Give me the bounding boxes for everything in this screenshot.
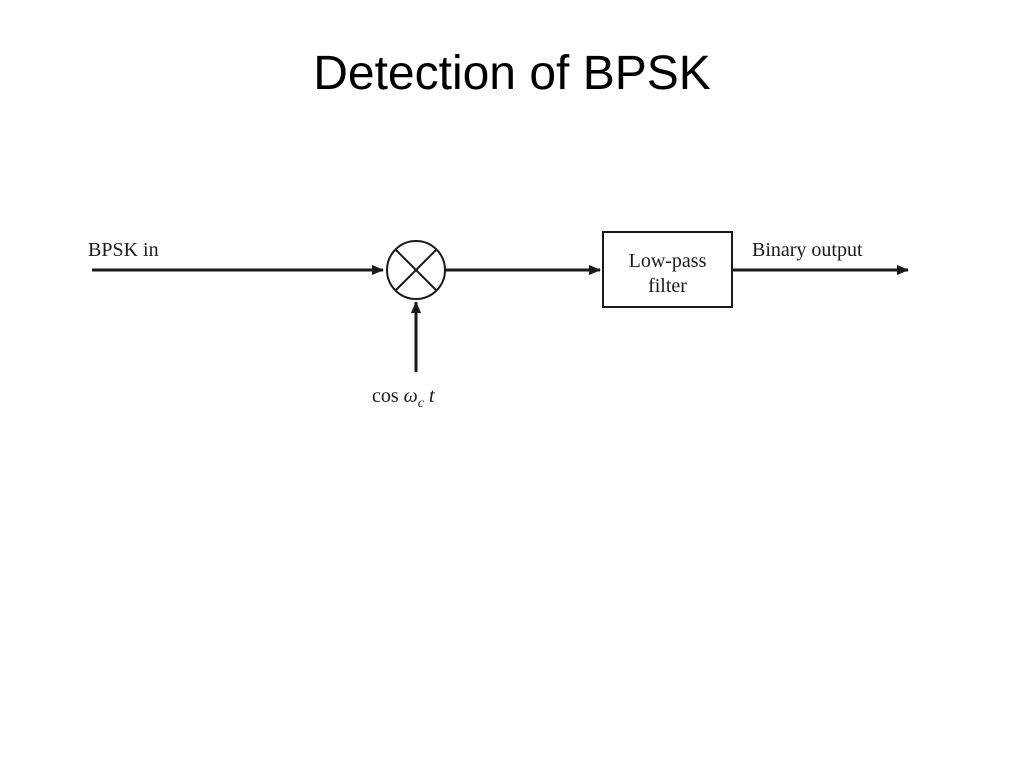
filter-label-line1: Low-pass [629, 250, 707, 272]
multiplier-icon [386, 240, 446, 300]
slide-title: Detection of BPSK [313, 47, 711, 100]
carrier-label-prefix: cos [372, 385, 404, 407]
output-label: Binary output [752, 239, 863, 261]
filter-label-line2: filter [648, 275, 687, 297]
input-label: BPSK in [88, 239, 159, 261]
carrier-label-suffix: t [424, 385, 435, 407]
carrier-label-subscript: c [418, 396, 425, 411]
carrier-label: cos ωc t [372, 385, 435, 411]
low-pass-filter-block [602, 231, 733, 308]
carrier-label-omega: ω [404, 385, 418, 407]
